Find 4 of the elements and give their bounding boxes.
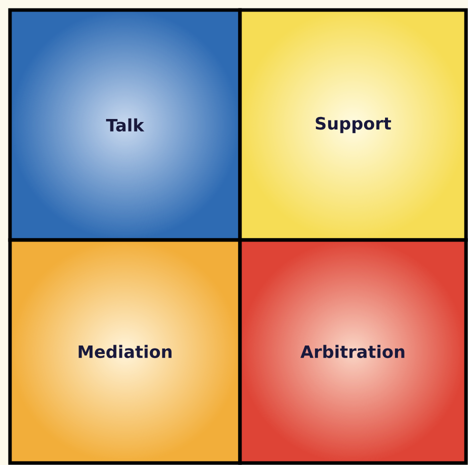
quadrant-box: Arbitration <box>238 238 468 465</box>
quadrant-box: Mediation <box>8 238 242 465</box>
quadrant-box: Talk <box>8 8 242 242</box>
quadrant-box: Support <box>238 8 468 242</box>
